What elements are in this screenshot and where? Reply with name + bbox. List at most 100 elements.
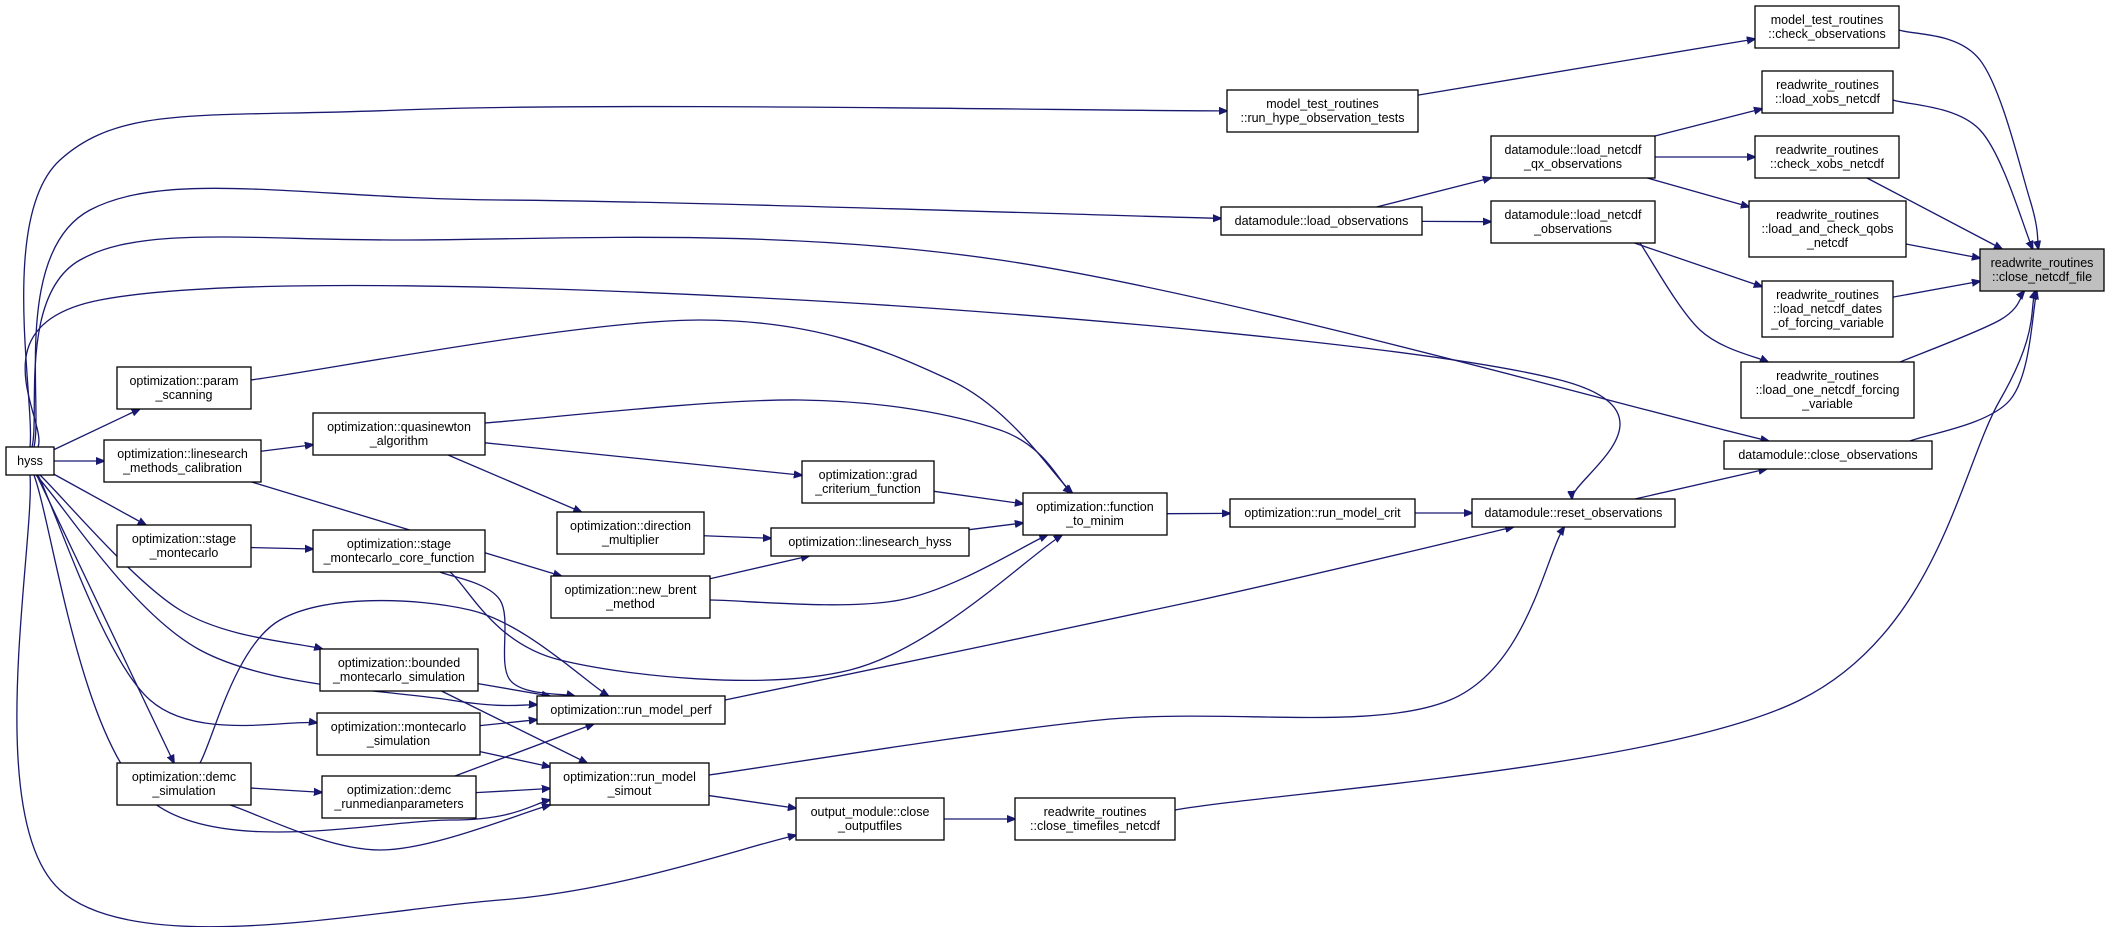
node-label-line: readwrite_routines — [1776, 78, 1879, 92]
edge-hyss-to-close-observations — [31, 236, 1769, 448]
edge-quasinewton-algorithm-to-direction-multiplier — [447, 454, 581, 512]
edge-montecarlo-simulation-to-run-model-perf — [479, 720, 537, 727]
edge-direction-multiplier-to-linesearch-hyss — [703, 536, 771, 539]
edge-bounded-montecarlo-simulation-to-run-model-perf — [477, 682, 550, 696]
node-label-line: datamodule::load_netcdf — [1505, 208, 1642, 222]
edge-param-scanning-to-function-to-minim — [250, 319, 1072, 493]
node-label-line: readwrite_routines — [1044, 805, 1147, 819]
node-check-xobs-netcdf[interactable]: readwrite_routines::check_xobs_netcdf — [1754, 135, 1900, 179]
node-load-netcdf-observations[interactable]: datamodule::load_netcdf_observations — [1490, 200, 1656, 244]
node-label-line: optimization::linesearch — [117, 447, 248, 461]
node-box — [319, 648, 479, 692]
node-label-line: ::load_one_netcdf_forcing — [1756, 383, 1900, 397]
node-label-line: _simout — [607, 784, 652, 798]
node-close-timefiles-netcdf[interactable]: readwrite_routines::close_timefiles_netc… — [1014, 797, 1176, 841]
node-reset-observations[interactable]: datamodule::reset_observations — [1471, 498, 1676, 528]
node-box — [1226, 89, 1419, 133]
node-direction-multiplier[interactable]: optimization::direction_multiplier — [556, 511, 705, 555]
node-demc-runmedianparameters[interactable]: optimization::demc_runmedianparameters — [321, 775, 477, 819]
edge-hyss-to-run-hype-observation-tests — [23, 105, 1227, 448]
node-box — [1761, 70, 1894, 114]
node-label-line: optimization::stage — [347, 537, 451, 551]
node-param-scanning[interactable]: optimization::param_scanning — [116, 366, 252, 410]
node-function-to-minim[interactable]: optimization::function_to_minim — [1022, 492, 1168, 536]
node-grad-criterium-function[interactable]: optimization::grad_criterium_function — [801, 460, 935, 504]
node-linesearch-methods-calibration[interactable]: optimization::linesearch_methods_calibra… — [103, 439, 262, 483]
node-label-line: _to_minim — [1065, 514, 1124, 528]
edge-load-one-netcdf-forcing-to-close-netcdf-file — [1899, 291, 2024, 363]
edge-load-netcdf-qx-observations-to-load-xobs-netcdf — [1654, 109, 1762, 137]
node-box — [795, 797, 945, 841]
node-new-brent-method[interactable]: optimization::new_brent_method — [550, 575, 711, 619]
node-quasinewton-algorithm[interactable]: optimization::quasinewton_algorithm — [312, 412, 486, 456]
node-stage-montecarlo[interactable]: optimization::stage_montecarlo — [116, 524, 252, 568]
node-stage-montecarlo-core-function[interactable]: optimization::stage_montecarlo_core_func… — [312, 529, 486, 573]
edge-demc-simulation-to-run-model-perf — [199, 599, 608, 764]
node-close-observations[interactable]: datamodule::close_observations — [1723, 440, 1933, 470]
node-montecarlo-simulation[interactable]: optimization::montecarlo_simulation — [316, 712, 481, 756]
node-load-observations[interactable]: datamodule::load_observations — [1220, 206, 1423, 236]
node-label-line: _algorithm — [369, 434, 428, 448]
edge-linesearch-methods-calibration-to-new-brent-method — [251, 481, 562, 576]
node-label-line: _runmedianparameters — [333, 797, 463, 811]
node-box — [1979, 248, 2105, 292]
node-label-line: datamodule::load_netcdf — [1505, 143, 1642, 157]
node-label-line: _observations — [1533, 222, 1612, 236]
node-label-line: readwrite_routines — [1776, 288, 1879, 302]
node-load-and-check-qobs[interactable]: readwrite_routines::load_and_check_qobs_… — [1748, 200, 1907, 258]
node-run-hype-observation-tests[interactable]: model_test_routines::run_hype_observatio… — [1226, 89, 1419, 133]
node-hyss[interactable]: hyss — [5, 446, 55, 476]
edge-stage-montecarlo-core-function-to-function-to-minim — [449, 535, 1062, 681]
node-load-one-netcdf-forcing[interactable]: readwrite_routines::load_one_netcdf_forc… — [1740, 361, 1915, 419]
edge-hyss-to-reset-observations — [24, 284, 1621, 499]
node-load-netcdf-qx-observations[interactable]: datamodule::load_netcdf_qx_observations — [1490, 135, 1656, 179]
edge-hyss-to-stage-montecarlo — [53, 473, 146, 525]
node-label-line: _criterium_function — [814, 482, 921, 496]
node-close-outputfiles[interactable]: output_module::close_outputfiles — [795, 797, 945, 841]
node-load-netcdf-dates[interactable]: readwrite_routines::load_netcdf_dates_of… — [1761, 280, 1894, 338]
node-close-netcdf-file[interactable]: readwrite_routines::close_netcdf_file — [1979, 248, 2105, 292]
node-box — [1490, 200, 1656, 244]
edge-demc-simulation-to-demc-runmedianparameters — [250, 787, 322, 792]
node-label-line: optimization::run_model_perf — [550, 703, 712, 717]
edge-load-netcdf-dates-to-close-netcdf-file — [1892, 281, 1980, 298]
node-label-line: readwrite_routines — [1776, 208, 1879, 222]
edge-load-netcdf-qx-observations-to-load-and-check-qobs — [1647, 177, 1749, 207]
node-label-line: _montecarlo_core_function — [323, 551, 475, 565]
node-label-line: _simulation — [366, 734, 430, 748]
node-linesearch-hyss[interactable]: optimization::linesearch_hyss — [770, 527, 970, 557]
node-label-line: _netcdf — [1806, 236, 1849, 250]
node-check-observations[interactable]: model_test_routines::check_observations — [1754, 5, 1900, 49]
edge-montecarlo-simulation-to-run-model-simout — [479, 751, 550, 767]
node-label-line: optimization::param — [129, 374, 238, 388]
node-run-model-crit[interactable]: optimization::run_model_crit — [1229, 498, 1416, 528]
node-label-line: _qx_observations — [1523, 157, 1622, 171]
node-load-xobs-netcdf[interactable]: readwrite_routines::load_xobs_netcdf — [1761, 70, 1894, 114]
node-label-line: ::close_netcdf_file — [1992, 270, 2092, 284]
edge-linesearch-hyss-to-function-to-minim — [968, 523, 1023, 531]
edge-new-brent-method-to-linesearch-hyss — [709, 556, 809, 580]
node-label-line: datamodule::load_observations — [1235, 214, 1409, 228]
node-demc-simulation[interactable]: optimization::demc_simulation — [116, 762, 252, 806]
node-box — [549, 762, 710, 806]
node-box — [321, 775, 477, 819]
node-label-line: _simulation — [151, 784, 215, 798]
node-label-line: _multiplier — [601, 533, 659, 547]
node-box — [1754, 135, 1900, 179]
edge-linesearch-methods-calibration-to-quasinewton-algorithm — [260, 445, 313, 452]
node-box — [556, 511, 705, 555]
edge-hyss-to-bounded-montecarlo-simulation — [39, 474, 322, 649]
node-label-line: _of_forcing_variable — [1770, 316, 1884, 330]
node-label-line: optimization::quasinewton — [327, 420, 471, 434]
node-label-line: optimization::new_brent — [564, 583, 697, 597]
edge-check-xobs-netcdf-to-close-netcdf-file — [1866, 177, 2002, 249]
node-box — [1022, 492, 1168, 536]
node-run-model-perf[interactable]: optimization::run_model_perf — [536, 695, 726, 725]
node-label-line: ::check_xobs_netcdf — [1770, 157, 1884, 171]
node-label-line: _variable — [1801, 397, 1853, 411]
edge-hyss-to-param-scanning — [53, 409, 140, 451]
node-box — [103, 439, 262, 483]
node-box — [116, 366, 252, 410]
node-run-model-simout[interactable]: optimization::run_model_simout — [549, 762, 710, 806]
node-bounded-montecarlo-simulation[interactable]: optimization::bounded_montecarlo_simulat… — [319, 648, 479, 692]
